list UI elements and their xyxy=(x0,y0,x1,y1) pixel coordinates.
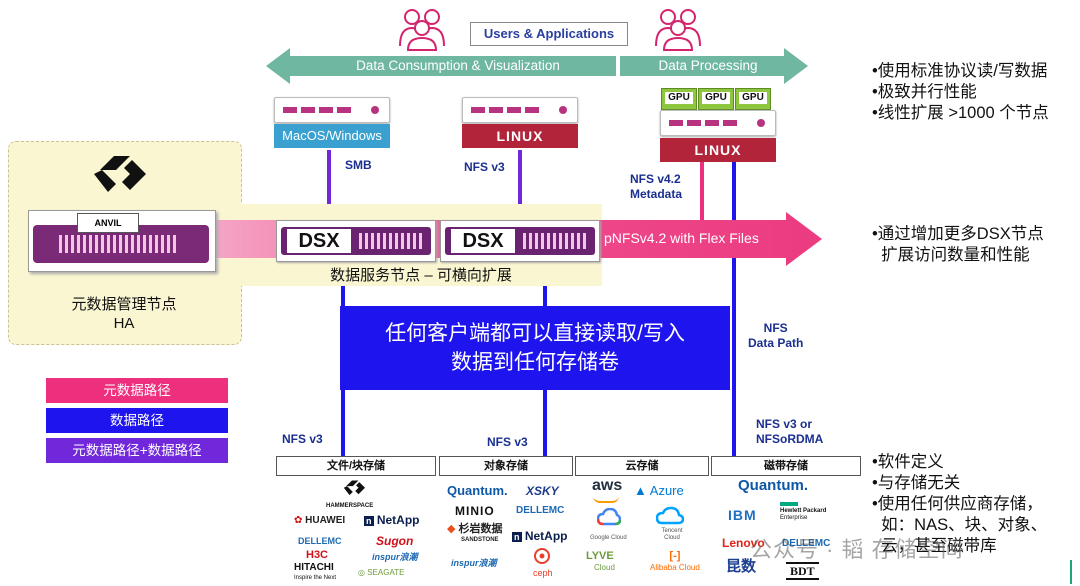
legend-data-path: 数据路径 xyxy=(46,408,228,433)
vendor-quantum-tape: Quantum. xyxy=(738,477,808,494)
vendor-bdt: BDT xyxy=(786,562,819,580)
hammerspace-logo-icon xyxy=(94,156,146,192)
vendor-sugon: Sugon xyxy=(376,534,414,548)
tencent-cloud-icon xyxy=(656,506,684,525)
vendor-huawei: ✿ HUAWEI xyxy=(294,515,346,526)
bullet-bottom-5: 云，甚至磁带库 xyxy=(872,537,997,555)
macos-windows-label: MacOS/Windows xyxy=(274,124,390,148)
bullet-top-1: •使用标准协议读/写数据 xyxy=(872,62,1048,80)
vendor-netapp-object: n NetApp xyxy=(512,529,568,543)
legend-combined-path: 元数据路径+数据路径 xyxy=(46,438,228,463)
consumption-arrow xyxy=(266,48,616,84)
storage-tape-header: 磁带存储 xyxy=(711,456,861,476)
processing-arrow xyxy=(620,48,808,84)
direct-access-box: 任何客户端都可以直接读取/写入 数据到任何存储卷 xyxy=(340,306,730,390)
gpu-linux-label: LINUX xyxy=(660,138,776,162)
bullet-bottom-3: •使用任何供应商存储， xyxy=(872,495,1043,513)
anvil-server: ANVIL xyxy=(28,210,216,272)
users-icon-right xyxy=(655,9,701,51)
vendor-tencent-cloud: Tencent Cloud xyxy=(661,528,683,541)
vendor-dellemc-object: DELLEMC xyxy=(516,505,565,516)
vendor-inspur-object: inspur浪潮 xyxy=(451,558,497,568)
vendor-minio: MINIO xyxy=(455,504,495,518)
dsx-caption: 数据服务节点 – 可横向扩展 xyxy=(330,267,512,284)
vendor-google-cloud: Google Cloud xyxy=(590,535,627,541)
vendor-huaxu: 昆数 xyxy=(726,558,757,575)
right-edge-accent xyxy=(1070,560,1072,584)
ceph-logo-icon xyxy=(534,548,550,564)
vendor-hpe: Hewlett Packard Enterprise xyxy=(780,502,826,522)
aws-smile-icon xyxy=(593,496,619,503)
linux-label: LINUX xyxy=(462,124,578,148)
metadata-node-title: 元数据管理节点 HA xyxy=(71,296,177,332)
vendor-alibaba: [-] Alibaba Cloud xyxy=(650,550,700,573)
bullet-mid-1: •通过增加更多DSX节点 xyxy=(872,225,1044,243)
vendor-ibm: IBM xyxy=(728,507,757,523)
bullet-top-3: •线性扩展 >1000 个节点 xyxy=(872,104,1049,122)
linux-server xyxy=(462,97,578,123)
bullet-bottom-4: 如：NAS、块、对象、 xyxy=(872,516,1048,534)
hammerspace-small-logo-icon xyxy=(343,480,365,496)
processing-arrow-label: Data Processing xyxy=(658,58,758,73)
vendor-netapp: n NetApp xyxy=(364,513,420,527)
vendor-inspur: inspur浪潮 xyxy=(372,552,418,562)
nfs-data-path-label: NFS Data Path xyxy=(748,321,804,350)
vendor-azure: ▲ Azure xyxy=(634,483,684,498)
pnfs-label: pNFSv4.2 with Flex Files xyxy=(604,230,759,246)
dsx-node-2: DSX xyxy=(440,220,600,262)
vendor-seagate: ◎ SEAGATE xyxy=(358,568,405,577)
storage-cloud-header: 云存储 xyxy=(575,456,709,476)
consumption-arrow-label: Data Consumption & Visualization xyxy=(356,58,560,73)
vendor-dellemc: DELLEMC xyxy=(298,536,342,546)
dsx-node-1: DSX xyxy=(276,220,436,262)
smb-label: SMB xyxy=(345,158,372,172)
vendor-hammerspace: HAMMERSPACE xyxy=(326,503,374,509)
gpu-card-3: GPU xyxy=(735,88,771,110)
vendor-aws: aws xyxy=(592,477,623,494)
vendor-xsky: XSKY xyxy=(526,484,559,498)
nfs-v3-mid-label: NFS v3 xyxy=(487,435,528,449)
vendor-quantum: Quantum. xyxy=(447,483,508,498)
vendor-h3c: H3C xyxy=(306,549,329,561)
nfs-v42-label: NFS v4.2 Metadata xyxy=(630,172,683,201)
bullet-bottom-1: •软件定义 xyxy=(872,453,944,471)
nfs-v3-left-label: NFS v3 xyxy=(282,432,323,446)
vendor-lenovo: Lenovo xyxy=(722,536,765,550)
bullet-bottom-2: •与存储无关 xyxy=(872,474,961,492)
vendor-dellemc-tape: DELLEMC xyxy=(782,538,831,549)
watermark: 公众号 · 韬 存储空间 xyxy=(750,537,964,562)
bullet-mid-2: 扩展访问数量和性能 xyxy=(872,246,1030,264)
bullet-top-2: •极致并行性能 xyxy=(872,83,977,101)
anvil-label: ANVIL xyxy=(77,213,139,233)
storage-file-block-header: 文件/块存储 xyxy=(276,456,436,476)
vendor-ceph: ceph xyxy=(533,568,553,578)
vendor-sandstone: ◆ 杉岩数据 SANDSTONE xyxy=(447,523,503,544)
gpu-server xyxy=(660,110,776,136)
macos-server xyxy=(274,97,390,123)
vendor-hitachi: HITACHI Inspire the Next xyxy=(294,562,337,582)
google-cloud-icon xyxy=(597,508,621,526)
gpu-card-1: GPU xyxy=(661,88,697,110)
users-applications-label: Users & Applications xyxy=(470,22,628,46)
nfs-rdma-label: NFS v3 or NFSoRDMA xyxy=(756,417,824,446)
nfs-v3-top-label: NFS v3 xyxy=(464,160,505,174)
legend-metadata-path: 元数据路径 xyxy=(46,378,228,403)
storage-object-header: 对象存储 xyxy=(439,456,573,476)
users-icon xyxy=(399,9,445,51)
gpu-card-2: GPU xyxy=(698,88,734,110)
vendor-lyve: LYVE Cloud xyxy=(586,550,615,573)
